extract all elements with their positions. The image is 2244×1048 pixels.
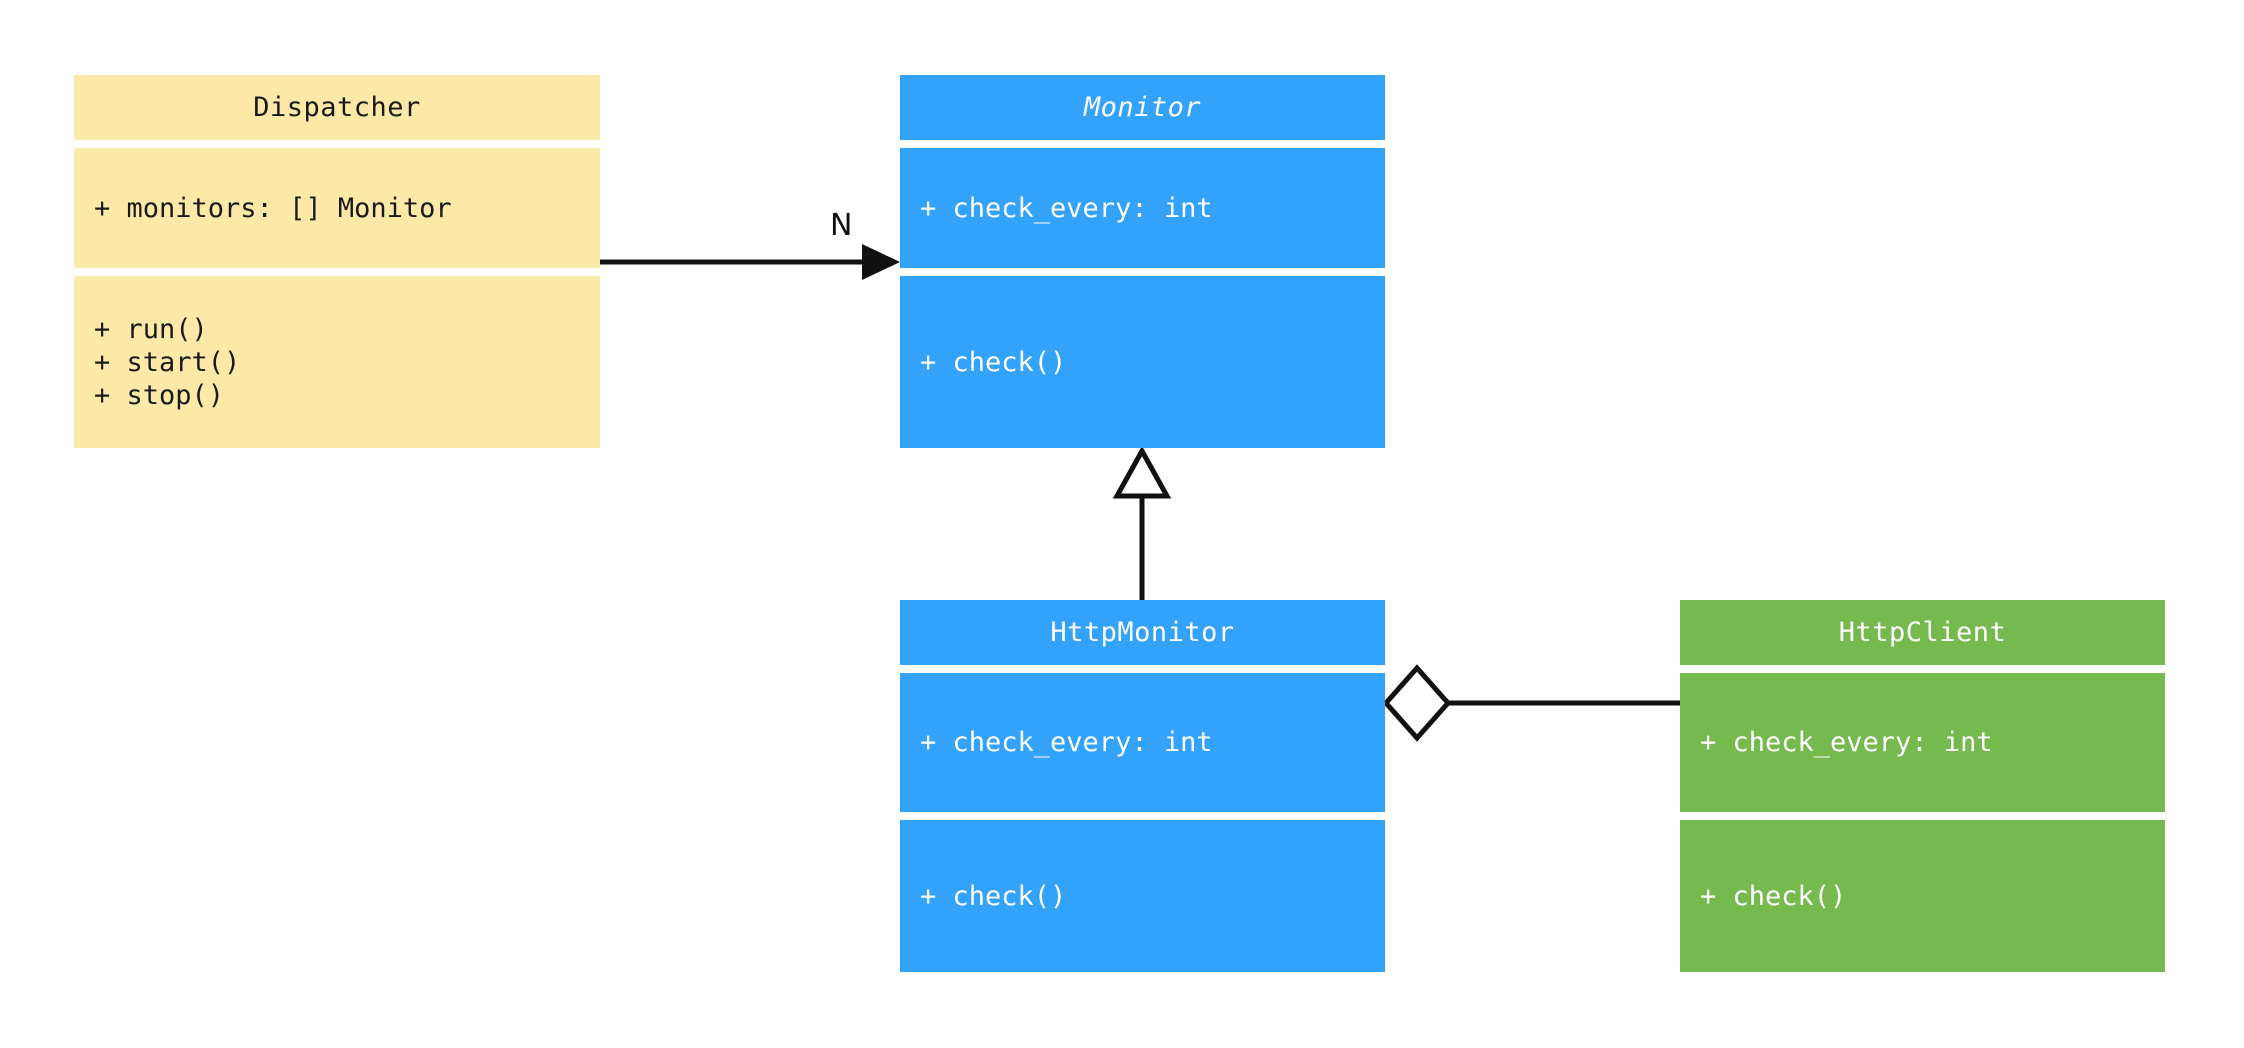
compartment-divider [1680,812,2165,820]
edge-dispatcher-to-monitor [600,244,900,280]
monitor-attribute: + check_every: int [920,192,1213,224]
dispatcher-method: + run() [94,313,208,345]
httpmonitor-attributes-compartment: + check_every: int [900,673,1385,812]
httpclient-attributes-compartment: + check_every: int [1680,673,2165,812]
class-box-monitor[interactable]: Monitor + check_every: int + check() [900,75,1385,448]
class-box-httpmonitor[interactable]: HttpMonitor + check_every: int + check() [900,600,1385,972]
class-box-dispatcher[interactable]: Dispatcher + monitors: [] Monitor + run(… [74,75,600,448]
compartment-divider [900,665,1385,673]
hollow-diamond-icon [1382,664,1452,742]
class-box-httpclient[interactable]: HttpClient + check_every: int + check() [1680,600,2165,972]
httpclient-title-compartment: HttpClient [1680,600,2165,665]
monitor-attributes-compartment: + check_every: int [900,148,1385,268]
monitor-class-name: Monitor [1083,92,1202,123]
httpmonitor-attribute: + check_every: int [920,727,1213,758]
monitor-methods-compartment: + check() [900,276,1385,448]
httpmonitor-method: + check() [920,880,1067,912]
dispatcher-class-name: Dispatcher [253,92,421,123]
httpclient-methods-compartment: + check() [1680,820,2165,972]
edge-httpmonitor-to-monitor [1112,445,1172,600]
edge-httpmonitor-to-httpclient [1382,664,1680,742]
monitor-title-compartment: Monitor [900,75,1385,140]
monitor-method: + check() [920,346,1067,378]
compartment-divider [900,140,1385,148]
httpclient-class-name: HttpClient [1838,617,2007,648]
httpmonitor-class-name: HttpMonitor [1050,617,1235,648]
compartment-divider [900,268,1385,276]
dispatcher-attributes-compartment: + monitors: [] Monitor [74,148,600,268]
dispatcher-attribute: + monitors: [] Monitor [94,192,452,224]
dispatcher-title-compartment: Dispatcher [74,75,600,140]
dispatcher-methods-compartment: + run() + start() + stop() [74,276,600,448]
compartment-divider [74,140,600,148]
hollow-triangle-arrowhead-icon [1112,445,1172,499]
dispatcher-method: + start() [94,346,241,378]
dispatcher-method: + stop() [94,379,225,411]
httpmonitor-title-compartment: HttpMonitor [900,600,1385,665]
compartment-divider [1680,665,2165,673]
association-multiplicity-label: N [830,208,853,243]
filled-arrowhead-icon [862,244,900,280]
httpmonitor-methods-compartment: + check() [900,820,1385,972]
compartment-divider [74,268,600,276]
httpclient-attribute: + check_every: int [1700,727,1993,758]
compartment-divider [900,812,1385,820]
httpclient-method: + check() [1700,880,1847,912]
